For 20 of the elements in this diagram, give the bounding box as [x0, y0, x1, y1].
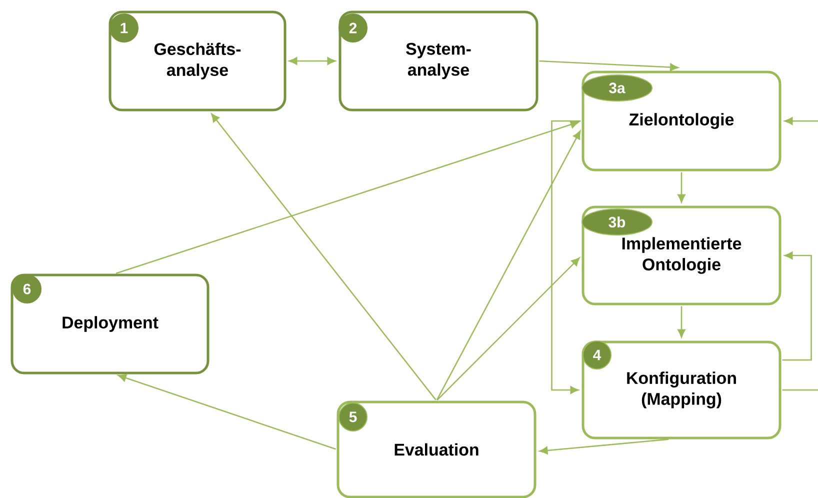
arrow	[539, 438, 669, 454]
arrow	[551, 120, 581, 394]
number-badge: 6	[12, 274, 42, 304]
number-badge: 1	[110, 14, 138, 42]
arrow	[678, 172, 686, 203]
arrow	[539, 60, 678, 72]
arrow	[436, 130, 581, 400]
arrow	[436, 258, 580, 400]
number-badge: 4	[582, 340, 612, 370]
arrow	[116, 120, 579, 274]
number-badge: 2	[338, 14, 368, 42]
arrow	[784, 117, 818, 125]
arrow	[118, 374, 336, 450]
arrow	[678, 306, 686, 338]
arrow	[211, 114, 436, 400]
label-badge: 3a	[582, 74, 652, 102]
arrow	[782, 252, 812, 361]
arrow	[288, 57, 336, 65]
label-badge: 3b	[582, 208, 652, 236]
number-badge: 5	[338, 402, 368, 432]
